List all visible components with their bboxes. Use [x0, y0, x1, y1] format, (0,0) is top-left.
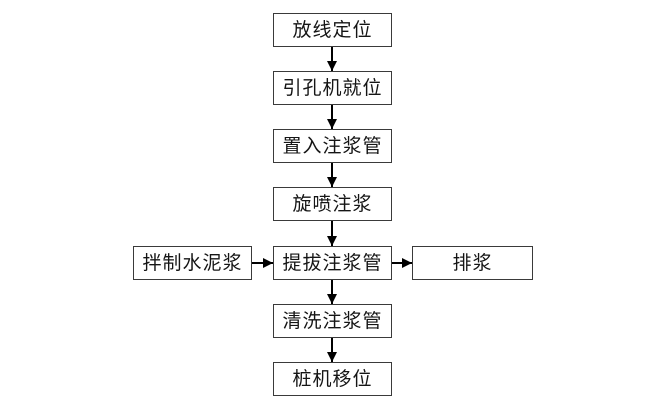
- flow-node-lift-grouting-pipe: 提拔注浆管: [273, 246, 392, 280]
- down-arrow-connector-2: [331, 105, 333, 129]
- flow-node-pilot-drill-in-place: 引孔机就位: [273, 71, 392, 105]
- down-arrow-connector-3: [331, 163, 333, 187]
- down-arrow-connector-1: [331, 47, 333, 71]
- flow-node-jet-grouting: 旋喷注浆: [273, 187, 392, 221]
- flow-node-discharge-slurry: 排浆: [412, 246, 533, 280]
- right-arrow-connector-right-output: [392, 262, 412, 264]
- flow-node-move-pile-machine: 桩机移位: [273, 362, 392, 396]
- down-arrow-connector-6: [331, 338, 333, 362]
- flow-node-insert-grouting-pipe: 置入注浆管: [273, 129, 392, 163]
- down-arrow-connector-5: [331, 280, 333, 304]
- flow-node-clean-grouting-pipe: 清洗注浆管: [273, 304, 392, 338]
- flow-node-mix-cement-slurry: 拌制水泥浆: [133, 246, 252, 280]
- flow-node-setting-out-positioning: 放线定位: [273, 13, 392, 47]
- right-arrow-connector-left-input: [252, 262, 273, 264]
- down-arrow-connector-4: [331, 221, 333, 246]
